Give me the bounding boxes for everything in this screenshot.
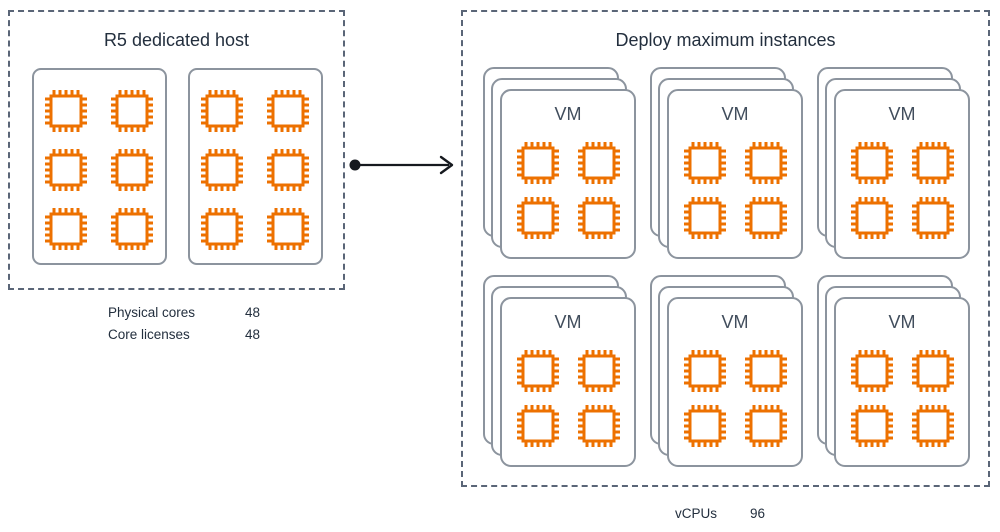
vm-chip-grid	[515, 348, 622, 449]
cpu-chip-icon	[577, 350, 620, 392]
cpu-chip-icon	[911, 197, 954, 239]
cpu-chip-icon	[45, 90, 87, 132]
vm-instance-stack: VM	[483, 275, 636, 467]
cpu-chip-icon	[201, 208, 243, 250]
host-stats: Physical cores 48 Core licenses 48	[108, 304, 260, 343]
stat-label: vCPUs	[675, 506, 718, 521]
vm-card: VM	[834, 89, 970, 259]
socket-chip-grid	[34, 70, 165, 252]
cpu-chip-icon	[45, 208, 87, 250]
cpu-chip-icon	[850, 350, 893, 392]
vm-instance-stack: VM	[650, 275, 803, 467]
cpu-chip-icon	[683, 197, 726, 239]
stat-value: 48	[245, 305, 261, 320]
flow-arrow-icon	[349, 155, 454, 175]
vm-chip-grid	[515, 140, 622, 241]
vm-label: VM	[554, 104, 582, 124]
cpu-chip-icon	[267, 90, 309, 132]
cpu-chip-icon	[577, 197, 620, 239]
cpu-chip-icon	[744, 142, 787, 184]
stat-value: 96	[750, 506, 766, 521]
vm-card: VM	[500, 89, 636, 259]
cpu-chip-icon	[201, 90, 243, 132]
cpu-socket	[188, 68, 323, 265]
cpu-chip-icon	[850, 142, 893, 184]
host-group-title: R5 dedicated host	[103, 30, 250, 50]
cpu-chip-icon	[683, 405, 726, 447]
cpu-chip-icon	[683, 142, 726, 184]
cpu-chip-icon	[267, 208, 309, 250]
stat-label: Core licenses	[108, 327, 190, 342]
vm-chip-grid	[682, 348, 789, 449]
cpu-chip-icon	[683, 350, 726, 392]
cpu-chip-icon	[911, 405, 954, 447]
vm-card: VM	[500, 297, 636, 467]
cpu-chip-icon	[516, 142, 559, 184]
vm-instance-stack: VM	[483, 67, 636, 259]
socket-chip-grid	[190, 70, 321, 252]
cpu-chip-icon	[911, 142, 954, 184]
vm-instance-stack: VM	[817, 67, 970, 259]
cpu-chip-icon	[516, 350, 559, 392]
cpu-chip-icon	[577, 405, 620, 447]
vm-card: VM	[667, 297, 803, 467]
vm-label: VM	[721, 104, 749, 124]
vm-label: VM	[888, 312, 916, 332]
vm-card: VM	[834, 297, 970, 467]
vm-chip-grid	[849, 348, 956, 449]
vm-instance-stack: VM	[650, 67, 803, 259]
cpu-chip-icon	[850, 197, 893, 239]
deploy-group-title: Deploy maximum instances	[615, 30, 836, 50]
cpu-chip-icon	[516, 405, 559, 447]
cpu-chip-icon	[111, 149, 153, 191]
vm-label: VM	[721, 312, 749, 332]
cpu-chip-icon	[911, 350, 954, 392]
deploy-instances-group: Deploy maximum instances VM VM VM VM VM VM	[461, 10, 990, 487]
cpu-chip-icon	[45, 149, 87, 191]
cpu-chip-icon	[577, 142, 620, 184]
cpu-chip-icon	[744, 197, 787, 239]
stat-value: 48	[245, 327, 261, 342]
deploy-stats: vCPUs 96	[675, 505, 765, 522]
flow-origin-dot	[349, 159, 361, 171]
cpu-socket	[32, 68, 167, 265]
cpu-chip-icon	[267, 149, 309, 191]
cpu-chip-icon	[744, 405, 787, 447]
vm-instance-stack: VM	[817, 275, 970, 467]
cpu-chip-icon	[516, 197, 559, 239]
vm-chip-grid	[849, 140, 956, 241]
vm-label: VM	[554, 312, 582, 332]
r5-dedicated-host-group: R5 dedicated host	[8, 10, 345, 290]
cpu-chip-icon	[744, 350, 787, 392]
cpu-chip-icon	[111, 208, 153, 250]
cpu-chip-icon	[111, 90, 153, 132]
stat-label: Physical cores	[108, 305, 196, 320]
cpu-chip-icon	[850, 405, 893, 447]
vm-label: VM	[888, 104, 916, 124]
vm-chip-grid	[682, 140, 789, 241]
vm-card: VM	[667, 89, 803, 259]
vm-instances-area: VM VM VM VM VM VM	[483, 67, 970, 467]
cpu-chip-icon	[201, 149, 243, 191]
